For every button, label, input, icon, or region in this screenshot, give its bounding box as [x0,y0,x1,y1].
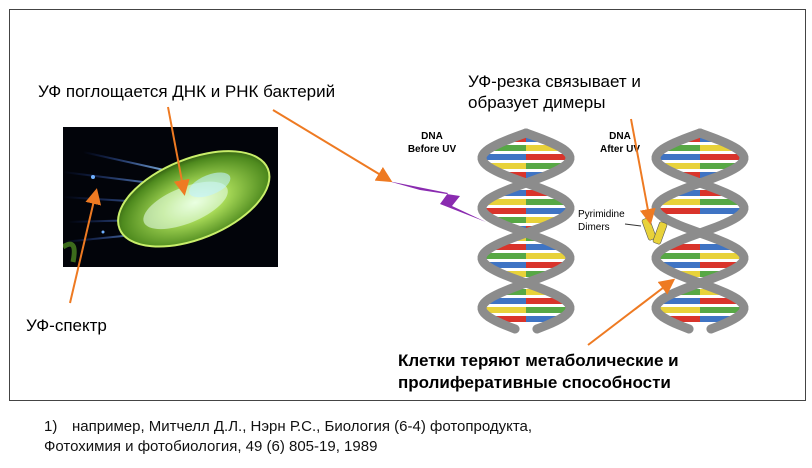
base-pair-left [485,199,526,205]
arrow-to-lightning [272,109,393,183]
dna-before-line-2: Before UV [407,144,457,155]
base-pair-right [526,244,560,250]
base-pair-right [700,307,744,313]
base-pair-left [661,163,700,169]
consequence-line-2: пролиферативные способности [398,373,671,392]
base-pair-left [656,208,700,214]
base-pair-right [700,163,739,169]
uv-dimer-line-2: образует димеры [468,93,606,112]
base-pair-right [526,217,559,223]
base-pair-left [492,316,526,322]
dimer-line-1: Pyrimidine [578,209,625,220]
base-pair-left [482,307,526,313]
arrow-to-damaged-dna [587,278,676,346]
base-pair-left [656,307,700,313]
base-pair-left [666,316,700,322]
base-pair-right [700,262,740,268]
base-pair-right [526,163,565,169]
arrow-to-bacteria [167,106,190,196]
base-pair-left [666,244,700,250]
base-pair-left [660,298,700,304]
base-pair-right [526,208,570,214]
arrow-to-uv-beam [69,188,102,304]
uv-dimer-line-1: УФ-резка связывает и [468,72,641,91]
base-pair-left [486,298,526,304]
base-pair-left [660,262,700,268]
base-pair-right [526,316,560,322]
base-pair-right [700,316,734,322]
base-pair-left [674,190,700,196]
uv-lightning-bolt [388,181,486,222]
base-pair-left [500,190,526,196]
dna-after-line-1: DNA [609,131,631,142]
base-pair-left [486,262,526,268]
base-pair-right [526,145,562,151]
dna-backbone-strand-b [477,128,575,334]
uv-spectrum-label: УФ-спектр [26,316,107,335]
uv-dimer-label: УФ-резка связывает и образует димеры [468,71,718,113]
base-pair-right [526,199,567,205]
base-pair-right [700,298,740,304]
bacteria-uv-image [61,127,278,267]
dna-after-uv-heading: DNA After UV [585,130,655,156]
footnote-line-1: например, Митчелл Д.Л., Нэрн Р.С., Биоло… [72,418,533,435]
base-pair-right [700,145,736,151]
dna-helix-after-uv [651,128,749,334]
base-pair-right [700,253,744,259]
base-pair-right [526,253,570,259]
base-pair-right [526,307,570,313]
base-pair-left [493,217,526,223]
base-pair-right [700,154,744,160]
base-pair-right [526,190,552,196]
base-pair-left [490,145,526,151]
footnote-number: 1) [44,418,58,435]
base-pair-left [664,145,700,151]
base-pair-right [526,298,566,304]
base-pair-right [700,208,744,214]
arrow-to-dimers [630,118,656,225]
base-pair-right [700,199,741,205]
consequence-label: Клетки теряют метаболические и пролифера… [398,350,758,394]
uv-absorbed-label: УФ поглощается ДНК и РНК бактерий [38,82,336,101]
base-pair-right [526,154,570,160]
base-pair-left [482,253,526,259]
dimer-line-2: Dimers [578,222,610,233]
footnote: 1) например, Митчелл Д.Л., Нэрн Р.С., Био… [44,417,532,457]
base-pair-left [482,208,526,214]
base-pair-right [526,262,566,268]
base-pair-left [656,154,700,160]
consequence-line-1: Клетки теряют метаболические и [398,351,679,370]
dna-backbone-strand-b [651,128,749,334]
bacteria-illustration [61,127,278,267]
dna-after-line-2: After UV [599,144,640,155]
dimer-pointer [624,223,642,227]
base-pair-right [700,190,726,196]
base-pair-left [487,163,526,169]
dna-before-uv-heading: DNA Before UV [397,130,467,156]
base-pair-right [700,244,734,250]
dna-before-line-1: DNA [421,131,443,142]
pyrimidine-dimers-label: Pyrimidine Dimers [578,208,648,234]
footnote-line-2: Фотохимия и фотобиология, 49 (6) 805-19,… [44,438,378,455]
base-pair-left [482,154,526,160]
dna-helix-before-uv [477,128,575,334]
base-pair-left [659,199,700,205]
base-pair-left [492,244,526,250]
base-pair-left [656,253,700,259]
